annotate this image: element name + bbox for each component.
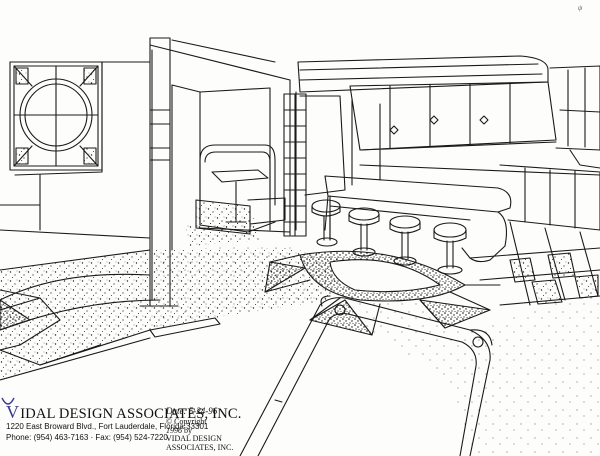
round-window bbox=[9, 61, 103, 176]
firm-name-initial: V bbox=[6, 402, 20, 422]
copyright-line-4: ASSOCIATES, INC. bbox=[166, 442, 234, 452]
firm-name-rest: IDAL DESIGN ASSOCIATES, INC. bbox=[20, 406, 242, 422]
firm-logo-mark bbox=[1, 397, 15, 405]
drawing-date: Date: 5-24-96 bbox=[166, 406, 218, 416]
firm-phone-fax: Phone: (954) 463-7163 · Fax: (954) 524-7… bbox=[6, 433, 168, 442]
firm-address: 1220 East Broward Blvd., Fort Lauderdale… bbox=[6, 422, 209, 431]
bar-stool-4 bbox=[433, 222, 467, 275]
copyright-notice: © Copyright 1996 by VIDAL DESIGN ASSOCIA… bbox=[166, 417, 234, 452]
tiled-partition bbox=[283, 93, 307, 237]
sunburst-floor-inlay bbox=[264, 250, 501, 336]
corner-mark: ψ bbox=[578, 4, 583, 12]
copyright-line-3: VIDAL DESIGN bbox=[166, 434, 222, 443]
bar-stool-2 bbox=[348, 207, 380, 257]
booth-seating bbox=[195, 144, 286, 235]
structural-column bbox=[139, 37, 179, 307]
copyright-year: 1996 bbox=[166, 425, 182, 435]
pool-table bbox=[239, 295, 493, 456]
bar-counter bbox=[324, 175, 512, 263]
curved-soffit bbox=[295, 55, 549, 231]
date-label: Date bbox=[166, 406, 184, 416]
date-value: 5-24-96 bbox=[188, 406, 218, 416]
kitchen-cabinets bbox=[349, 65, 600, 231]
copyright-line-2: 1996 by bbox=[166, 425, 233, 436]
checker-floor bbox=[469, 221, 600, 306]
bar-stool-3 bbox=[389, 215, 421, 266]
left-floor-pattern bbox=[0, 273, 221, 381]
firm-name: VIDAL DESIGN ASSOCIATES, INC. bbox=[6, 402, 242, 423]
bar-stool-1 bbox=[311, 199, 341, 247]
copyright-by: by bbox=[184, 425, 192, 435]
copyright-line-1: © Copyright bbox=[166, 417, 207, 426]
